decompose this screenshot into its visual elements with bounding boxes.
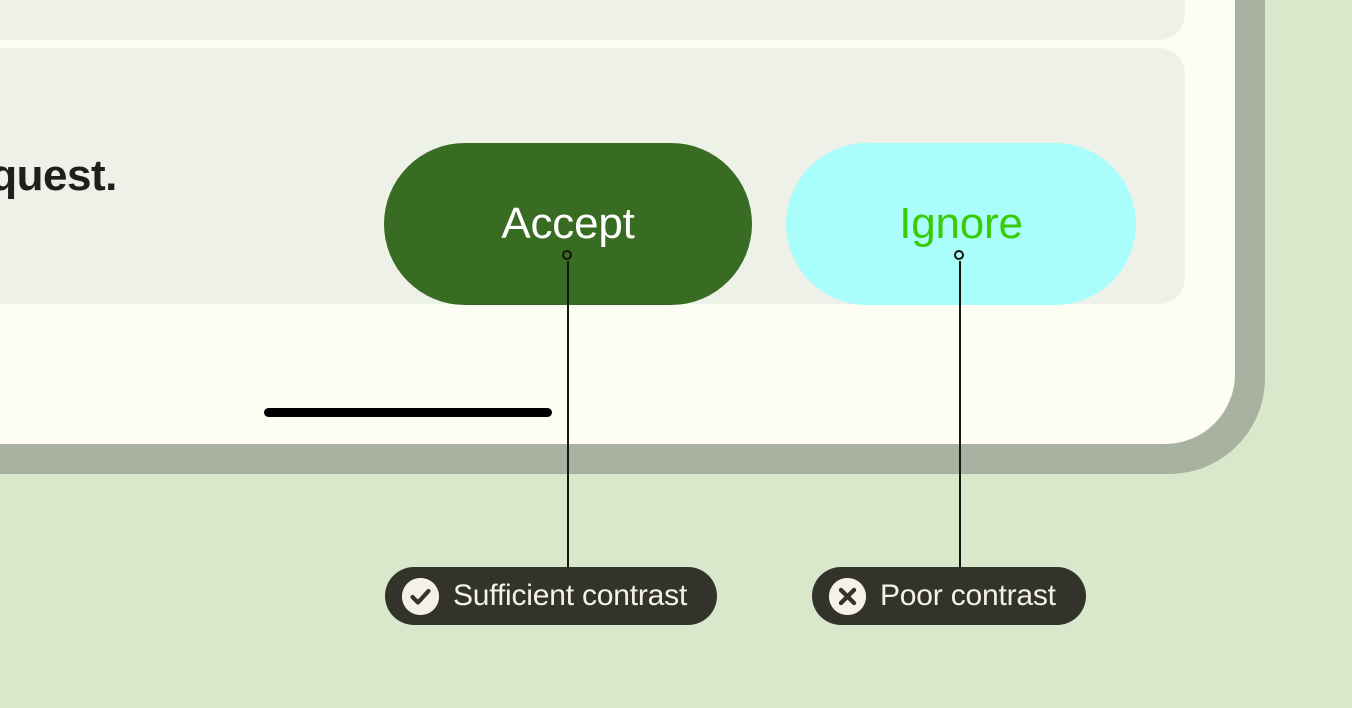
accept-button-label: Accept bbox=[501, 199, 635, 248]
annotation-sufficient-contrast: Sufficient contrast bbox=[385, 567, 718, 625]
check-circle-icon bbox=[402, 577, 439, 615]
device-frame: a request. Accept Ignore bbox=[0, 0, 1265, 474]
request-row-text: a request. bbox=[0, 151, 117, 200]
ignore-button[interactable]: Ignore bbox=[786, 143, 1136, 305]
home-indicator bbox=[264, 408, 552, 417]
annotation-poor-label: Poor contrast bbox=[880, 579, 1056, 612]
ignore-button-label: Ignore bbox=[899, 199, 1023, 248]
annotation-poor-contrast: Poor contrast bbox=[812, 567, 1086, 625]
request-row-list: a request. Accept Ignore bbox=[0, 0, 1185, 305]
app-screen: a request. Accept Ignore bbox=[0, 0, 1235, 444]
list-row-partial bbox=[0, 0, 1185, 40]
annotation-sufficient-label: Sufficient contrast bbox=[453, 579, 688, 612]
x-circle-icon bbox=[829, 577, 866, 615]
accept-button[interactable]: Accept bbox=[384, 143, 752, 305]
request-row: a request. Accept Ignore bbox=[0, 48, 1185, 305]
